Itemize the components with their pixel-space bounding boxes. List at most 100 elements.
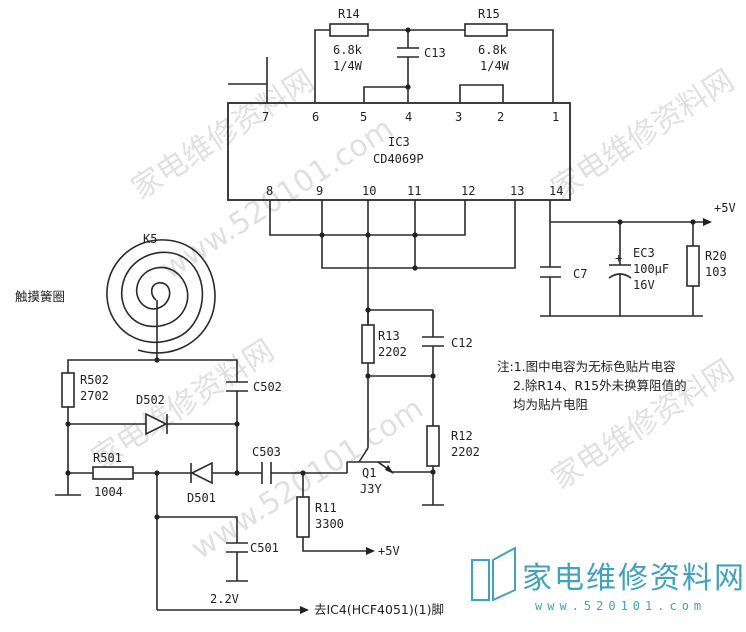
junction-dot [234, 421, 240, 427]
junction-dot [234, 470, 240, 476]
q1-ref: Q1 [362, 466, 376, 480]
pin-number: 11 [407, 184, 421, 198]
q1-part: J3Y [360, 482, 382, 496]
r501-ref: R501 [93, 451, 122, 465]
r20-ref: R20 [705, 249, 727, 263]
ic3-body [227, 102, 571, 201]
pin-number: 4 [405, 110, 412, 124]
junction-dot [154, 470, 160, 476]
q1-collector [358, 447, 369, 463]
c502-ref: C502 [253, 380, 282, 394]
c501-wire [157, 516, 238, 543]
junction-dot [412, 265, 418, 271]
pin-number: 1 [552, 110, 559, 124]
r502-c502-top-wire [67, 359, 238, 382]
r501-value: 1004 [94, 485, 123, 499]
watermark-text: 家电维修资料网 [545, 353, 740, 497]
vcc-label: +5V [714, 201, 736, 215]
ic3-ref: IC3 [388, 135, 410, 149]
d502-diode-icon [145, 412, 168, 436]
output-arrow-icon [300, 606, 309, 614]
k5-touch-coil [106, 239, 216, 360]
c503-ref: C503 [252, 445, 281, 459]
junction-dot [430, 373, 436, 379]
junction-dot [430, 469, 436, 475]
pin7-wire [228, 57, 268, 103]
r13-resistor [361, 324, 375, 364]
k5-spiral [106, 239, 216, 354]
ec3-polarity: + [615, 251, 622, 265]
r13-ref: R13 [378, 329, 400, 343]
logo-text: 家电维修资料网 [522, 561, 746, 596]
junction-dot [405, 84, 411, 90]
pin-number: 12 [461, 184, 475, 198]
pin6-wire [314, 29, 330, 103]
pin-number: 2 [497, 110, 504, 124]
ec3-value: 100μF [633, 262, 669, 276]
ic3-bottom-pins: 8 9 10 11 12 13 14 [266, 184, 563, 198]
ic3-top-pins: 7 6 5 4 3 2 1 [262, 110, 559, 124]
pin-number: 8 [266, 184, 273, 198]
junction-dot [617, 219, 623, 225]
c501-ref: C501 [250, 541, 279, 555]
output-label: 去IC4(HCF4051)(1)脚 [314, 602, 444, 617]
pins-9-13-bus [321, 200, 516, 269]
watermark-layer: 家电维修资料网 家电维修资料网 家电维修资料网 家电维修资料网 www.5201… [85, 63, 740, 567]
r502-ref: R502 [80, 373, 109, 387]
pin3-pin2-wire [459, 84, 504, 103]
r20-value: 103 [705, 265, 727, 279]
vcc-arrow-icon [703, 218, 712, 226]
junction-dot [300, 470, 306, 476]
r15-value: 6.8k [478, 43, 508, 57]
r14-value: 6.8k [333, 43, 363, 57]
r11-supply-wire [302, 537, 366, 552]
c12-ref: C12 [451, 336, 473, 350]
junction-dot [65, 470, 71, 476]
junction-dot [690, 219, 696, 225]
ec3-voltage: 16V [633, 278, 655, 292]
r14-resistor [329, 23, 369, 37]
pin-number: 13 [510, 184, 524, 198]
notes: 注:1.图中电容为无标色贴片电容 2.除R14、R15外未换算阻值的 均为贴片电… [497, 359, 687, 412]
d502-ref: D502 [136, 393, 165, 407]
pin-number: 9 [316, 184, 323, 198]
pin-number: 14 [549, 184, 563, 198]
r15-resistor [464, 23, 508, 37]
d501-diode-icon [190, 461, 213, 485]
r11-resistor [296, 496, 310, 538]
r501-resistor [92, 466, 134, 480]
pin5-wire [363, 86, 408, 103]
d501-ref: D501 [187, 491, 216, 505]
voltage-label: 2.2V [210, 592, 239, 606]
pin-number: 3 [455, 110, 462, 124]
pin-number: 10 [362, 184, 376, 198]
pin1-wire [507, 29, 554, 103]
r20-resistor [686, 245, 700, 287]
pin-number: 5 [360, 110, 367, 124]
ec3-ref: EC3 [633, 246, 655, 260]
watermark-text: 家电维修资料网 [545, 63, 740, 207]
r11-value: 3300 [315, 517, 344, 531]
book-icon [471, 546, 516, 602]
c13-ref: C13 [424, 46, 446, 60]
watermark-url: www.520101.com [185, 391, 429, 567]
junction-dot [65, 421, 71, 427]
junction-dot [365, 232, 371, 238]
r14-ref: R14 [338, 7, 360, 21]
pin-number: 6 [312, 110, 319, 124]
note-line-1: 注:1.图中电容为无标色贴片电容 [497, 359, 676, 374]
top-wiring [228, 29, 554, 103]
junction-dot [412, 232, 418, 238]
site-logo: 家电维修资料网 www.520101.com [471, 546, 746, 613]
r502-resistor [61, 372, 75, 408]
r14-power: 1/4W [333, 59, 363, 73]
k5-ref: K5 [143, 232, 157, 246]
r11-supply-arrow-icon [366, 547, 375, 555]
junction-dot [365, 373, 371, 379]
r11-ref: R11 [315, 501, 337, 515]
k5-label: 触摸簧圈 [15, 289, 65, 304]
pin-number: 7 [262, 110, 269, 124]
r15-power: 1/4W [480, 59, 510, 73]
junction-dot [154, 514, 160, 520]
